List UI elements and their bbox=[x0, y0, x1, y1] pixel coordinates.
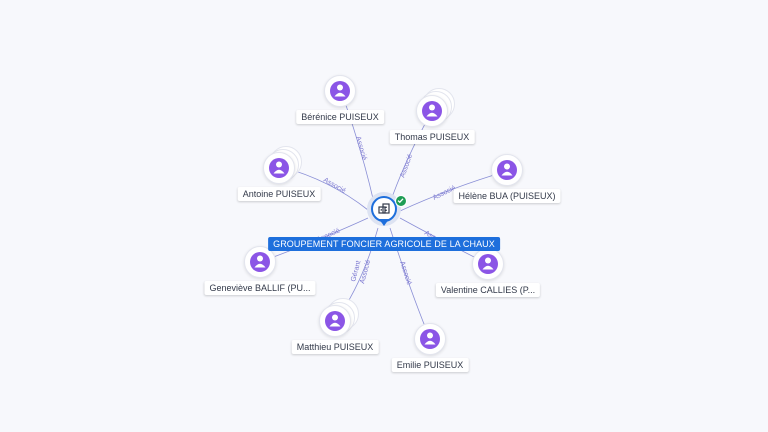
avatar[interactable] bbox=[324, 75, 356, 107]
person-icon bbox=[482, 257, 494, 270]
avatar[interactable] bbox=[414, 323, 446, 355]
edge-label-berenice: Associé bbox=[354, 136, 368, 162]
avatar[interactable] bbox=[263, 152, 295, 184]
person-icon bbox=[424, 332, 436, 345]
person-icon bbox=[334, 84, 346, 97]
company-name-label[interactable]: GROUPEMENT FONCIER AGRICOLE DE LA CHAUX bbox=[268, 237, 500, 251]
person-name[interactable]: Hélène BUA (PUISEUX) bbox=[453, 189, 561, 203]
person-icon bbox=[329, 314, 341, 327]
edge-label-antoine: Associé bbox=[322, 177, 347, 195]
person-icon bbox=[273, 161, 285, 174]
person-name[interactable]: Geneviève BALLIF (PU... bbox=[204, 281, 316, 295]
person-icon bbox=[254, 255, 266, 268]
person-name[interactable]: Bérénice PUISEUX bbox=[296, 110, 384, 124]
edge-label-thomas: Associé bbox=[399, 153, 414, 179]
person-name[interactable]: Thomas PUISEUX bbox=[389, 130, 475, 144]
person-icon bbox=[501, 163, 513, 176]
avatar[interactable] bbox=[491, 154, 523, 186]
avatar[interactable] bbox=[244, 246, 276, 278]
person-name[interactable]: Emilie PUISEUX bbox=[391, 358, 469, 372]
building-icon bbox=[378, 203, 390, 214]
avatar[interactable] bbox=[472, 248, 504, 280]
avatar[interactable] bbox=[319, 305, 351, 337]
person-name[interactable]: Matthieu PUISEUX bbox=[291, 340, 379, 354]
edge-label-emilie: Associé bbox=[398, 260, 412, 286]
person-name[interactable]: Antoine PUISEUX bbox=[237, 187, 321, 201]
check-icon bbox=[395, 195, 407, 207]
avatar[interactable] bbox=[416, 95, 448, 127]
person-name[interactable]: Valentine CALLIES (P... bbox=[435, 283, 541, 297]
person-icon bbox=[426, 104, 438, 117]
